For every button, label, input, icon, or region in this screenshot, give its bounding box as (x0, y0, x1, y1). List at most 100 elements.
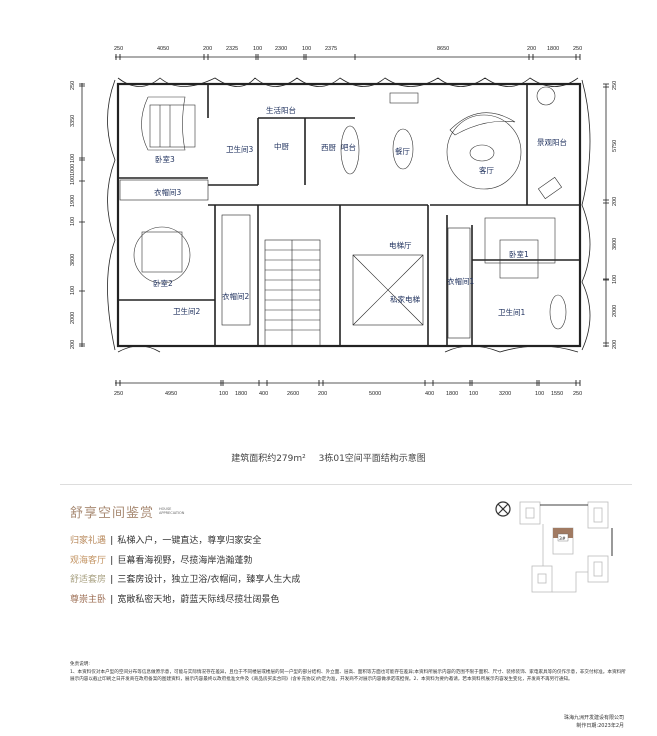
dim-label: 100 (70, 217, 76, 226)
room-labels: 生活阳台 卫生间3 中厨 西厨 吧台 卧室3 衣帽间3 餐厅 客厅 景观阳台 电… (153, 105, 567, 317)
dim-label: 250 (114, 391, 123, 397)
dim-label: 1800 (235, 391, 247, 397)
bed-icon (484, 217, 556, 279)
top-dimension-labels: 250 4050 200 2325 100 2300 100 2375 8650… (114, 46, 582, 52)
dim-label: 8650 (437, 46, 449, 52)
bottom-dimension-labels: 250 4950 100 1800 400 2600 200 5000 400 … (114, 391, 582, 397)
disclaimer-heading: 免责说明: (70, 662, 90, 667)
dim-label: 5000 (369, 391, 381, 397)
dim-label: 400 (425, 391, 434, 397)
production-date: 制作日期:2023年2月 (576, 723, 624, 729)
feature-list: 归家礼遇|私梯入户，一键直达，尊享归家安全 观海客厅|巨幕看海视野，尽揽海岸浩瀚… (70, 532, 300, 610)
feature-text: 宽敞私密天地，蔚蓝天际线尽揽壮阔景色 (117, 594, 280, 605)
room-label-bath2: 卫生间2 (173, 306, 200, 316)
room-label-kitchen-cn: 中厨 (274, 141, 289, 151)
divider (60, 484, 632, 485)
dim-label: 250 (70, 81, 76, 90)
dim-label: 2000 (70, 312, 76, 324)
dim-label: 1000 (70, 164, 76, 176)
compass-icon (495, 501, 511, 517)
dim-label: 5750 (612, 140, 618, 152)
dim-label: 2300 (275, 46, 287, 52)
room-label-elevator-hall: 电梯厅 (389, 240, 412, 250)
room-label-closet2: 衣帽间2 (222, 291, 249, 301)
walls (116, 82, 582, 348)
dim-label: 3800 (612, 238, 618, 250)
bathtub-icon (549, 294, 567, 330)
dim-label: 100 (612, 275, 618, 284)
dim-label: 400 (259, 391, 268, 397)
section-subtitle-line2: APPRECIATION (159, 511, 185, 515)
feature-item: 归家礼遇|私梯入户，一键直达，尊享归家安全 (70, 532, 300, 552)
dim-label: 100 (535, 391, 544, 397)
section-subtitle-line1: HOUSE (159, 507, 172, 511)
feature-item: 尊崇主卧|宽敞私密天地，蔚蓝天际线尽揽壮阔景色 (70, 591, 300, 611)
room-label-closet1: 衣帽间1 (447, 276, 474, 286)
site-key-plan: 3# (495, 501, 613, 593)
feature-text: 三套房设计，独立卫浴/衣帽间，臻享人生大成 (117, 575, 301, 585)
sofa-icon (446, 112, 522, 190)
dim-label: 250 (573, 391, 582, 397)
room-label-bath1: 卫生间1 (498, 307, 525, 317)
room-label-bedroom3: 卧室3 (155, 154, 175, 164)
dim-label: 2600 (287, 391, 299, 397)
dim-label: 100 (219, 391, 228, 397)
dim-label: 3200 (499, 391, 511, 397)
dim-label: 200 (203, 46, 212, 52)
dim-label: 1900 (70, 195, 76, 207)
right-dimension-line (603, 83, 609, 347)
staircase (264, 239, 321, 347)
dim-label: 200 (527, 46, 536, 52)
room-label-dining: 餐厅 (395, 147, 410, 156)
plan-caption: 建筑面积约279m² 3栋01空间平面结构示意图 (0, 451, 657, 464)
feature-separator: | (110, 536, 114, 546)
dim-label: 1800 (446, 391, 458, 397)
dim-label: 200 (318, 391, 327, 397)
lounge-chair-icon (537, 176, 563, 200)
bottom-dimension-line (115, 380, 581, 386)
room-label-bedroom1: 卧室1 (509, 249, 529, 259)
left-dimension-line (79, 83, 85, 347)
dim-label: 100 (302, 46, 311, 52)
bed-icon (149, 104, 196, 148)
section-title: 舒享空间鉴赏 (70, 506, 155, 521)
feature-key: 归家礼遇 (70, 536, 107, 546)
dim-label: 2000 (612, 305, 618, 317)
dim-label: 1550 (551, 391, 563, 397)
dining-table-icon (392, 128, 414, 170)
dim-label: 250 (573, 46, 582, 52)
dim-label: 200 (612, 197, 618, 206)
floor-plan: 250 4050 200 2325 100 2300 100 2375 8650… (70, 46, 618, 397)
room-label-bath3: 卫生间3 (226, 144, 253, 154)
feature-key: 尊崇主卧 (70, 594, 107, 605)
top-dimension-line (115, 54, 581, 60)
room-label-private-elevator: 私家电梯 (390, 294, 420, 304)
feature-separator: | (110, 575, 114, 585)
feature-item: 观海客厅|巨幕看海视野，尽揽海岸浩瀚蓬勃 (70, 552, 300, 572)
right-dimension-labels: 250 5750 200 3800 100 2000 200 (612, 81, 618, 349)
feature-key: 观海客厅 (70, 555, 107, 566)
highlighted-unit (553, 528, 573, 538)
room-label-closet3: 衣帽间3 (154, 187, 181, 197)
dim-label: 1800 (547, 46, 559, 52)
left-dimension-labels: 250 3350 100 1000 100 1900 100 3800 100 … (70, 81, 76, 349)
dim-label: 3350 (70, 115, 76, 127)
room-label-balcony-view: 景观阳台 (537, 137, 567, 147)
feature-item: 舒适套房|三套房设计，独立卫浴/衣帽间，臻享人生大成 (70, 571, 300, 591)
room-label-kitchen-west: 西厨 (321, 143, 336, 152)
bed-icon (133, 226, 191, 284)
furniture (133, 86, 567, 330)
room-label-bar: 吧台 (341, 142, 356, 152)
feature-text: 私梯入户，一键直达，尊享归家安全 (117, 536, 262, 546)
room-label-balcony-utility: 生活阳台 (266, 105, 296, 115)
dim-label: 200 (612, 340, 618, 349)
dim-label: 3800 (70, 254, 76, 266)
building-area: 建筑面积约279m² (231, 454, 306, 464)
dim-label: 100 (70, 176, 76, 185)
unit-label: 3# (559, 536, 566, 542)
company-info: 珠海九洲开发建设有限公司 制作日期:2023年2月 (564, 714, 624, 730)
disclaimer: 免责说明: 1、本资料仅对本户型的空间分布等信息做原示意，可能与实际情况存在差异… (70, 661, 630, 683)
dim-label: 2375 (325, 46, 337, 52)
dim-label: 4950 (165, 391, 177, 397)
room-label-bedroom2: 卧室2 (153, 278, 173, 288)
